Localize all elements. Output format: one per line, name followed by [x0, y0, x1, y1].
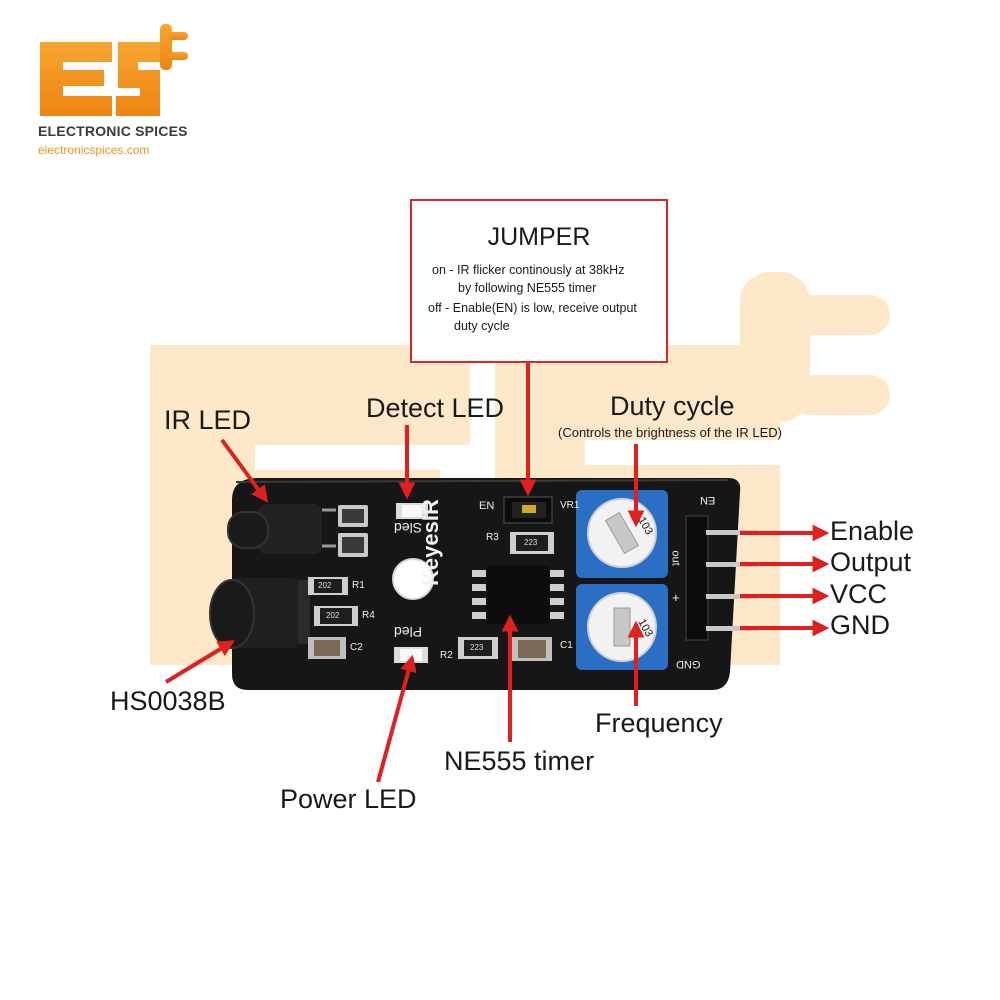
- label-frequency: Frequency: [595, 708, 723, 738]
- label-gnd: GND: [830, 610, 890, 640]
- arrow-ir-led: [220, 438, 268, 503]
- res-marking-r3: 223: [524, 538, 538, 547]
- board-brand: KeyesIR: [418, 499, 443, 586]
- label-output: Output: [830, 547, 912, 577]
- arrow-hs0038b: [164, 640, 235, 684]
- silk-gnd: GND: [676, 658, 701, 670]
- duty-cycle-pot: [576, 490, 668, 578]
- silk-en-right: EN: [700, 494, 716, 506]
- resistor-r4: [314, 606, 358, 626]
- detect-led-component: [396, 503, 428, 519]
- res-marking-r4: 202: [326, 611, 340, 620]
- label-duty-cycle-note: (Controls the brightness of the IR LED): [558, 425, 782, 440]
- label-ir-led: IR LED: [164, 405, 252, 435]
- label-enable: Enable: [830, 516, 915, 546]
- silk-out: out: [669, 550, 682, 566]
- brand-name: ELECTRONIC SPICES: [38, 123, 188, 139]
- jumper-line-1: on - IR flicker continously at 38kHz: [432, 263, 625, 277]
- label-ne555-timer: NE555 timer: [444, 746, 595, 776]
- silk-c1: C1: [560, 640, 573, 651]
- silk-en: EN: [479, 500, 495, 512]
- jumper-line-3: off - Enable(EN) is low, receive output: [428, 301, 637, 315]
- resistor-r1: [308, 577, 348, 595]
- frequency-pot: [576, 584, 668, 670]
- brand-url: electronicspices.com: [38, 143, 150, 157]
- silk-c2: C2: [350, 642, 363, 653]
- jumper-title: JUMPER: [487, 223, 591, 251]
- ir-led-component: [227, 504, 336, 554]
- silk-r4: R4: [362, 610, 375, 621]
- label-detect-led: Detect LED: [366, 393, 505, 423]
- ne555-chip: [472, 566, 564, 624]
- label-power-led: Power LED: [280, 784, 417, 814]
- silk-plus: +: [672, 590, 680, 605]
- mounting-hole: [392, 558, 434, 600]
- silk-r1: R1: [352, 580, 365, 591]
- silk-vr1: VR1: [560, 500, 580, 511]
- jumper-line-4: duty cycle: [454, 319, 510, 333]
- res-marking-r2: 223: [470, 643, 484, 652]
- pin-header: [685, 515, 758, 641]
- arrow-power-led: [376, 654, 417, 783]
- hs0038b-component: [209, 578, 310, 649]
- silk-sled: Sled: [394, 520, 423, 536]
- jumper-info-box: JUMPER on - IR flicker continously at 38…: [410, 199, 668, 363]
- silk-r2: R2: [440, 650, 453, 661]
- silk-pled: Pled: [394, 624, 423, 640]
- jumper-line-2: by following NE555 timer: [458, 281, 597, 295]
- label-duty-cycle: Duty cycle: [610, 391, 735, 421]
- res-marking-r1: 202: [318, 581, 332, 590]
- label-hs0038b: HS0038B: [110, 686, 226, 716]
- label-vcc: VCC: [830, 579, 888, 609]
- jumper-component: [503, 496, 553, 524]
- silk-r3: R3: [486, 532, 499, 543]
